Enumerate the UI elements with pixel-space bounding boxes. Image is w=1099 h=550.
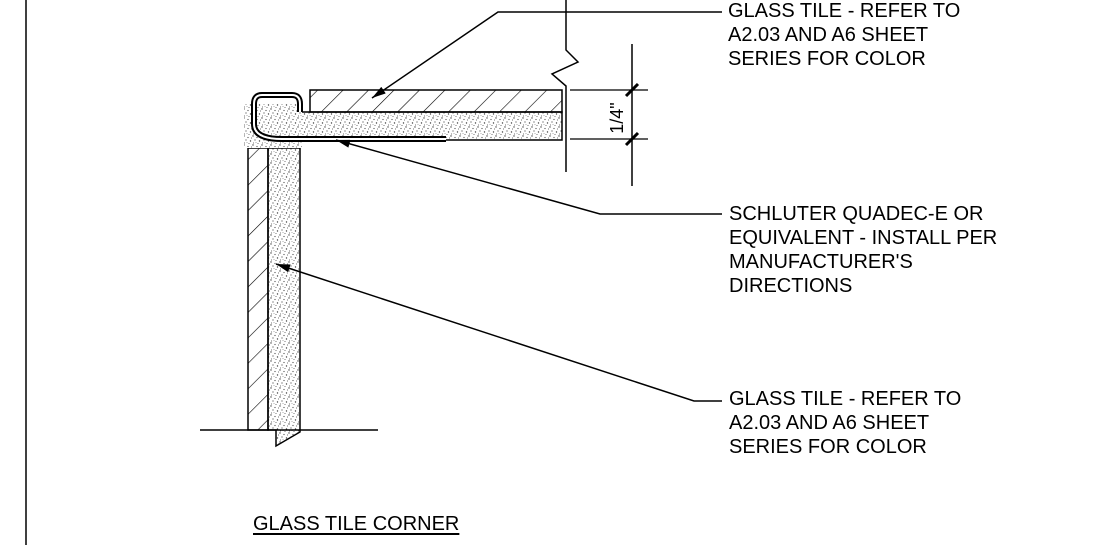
note-glass-tile-top: GLASS TILE - REFER TO A2.03 AND A6 SHEET… bbox=[728, 0, 960, 71]
note-line: DIRECTIONS bbox=[729, 275, 853, 297]
note-line: GLASS TILE - REFER TO bbox=[728, 0, 961, 22]
schluter-profile-inner bbox=[253, 94, 446, 140]
note-line: MANUFACTURER'S bbox=[729, 251, 913, 273]
note-line: EQUIVALENT - INSTALL PER bbox=[729, 227, 998, 249]
note-line: SCHLUTER QUADEC-E OR bbox=[729, 203, 984, 225]
leader-schluter bbox=[335, 139, 722, 215]
note-line: GLASS TILE - REFER TO bbox=[729, 388, 962, 410]
leader-glass-tile-top bbox=[371, 11, 722, 99]
note-schluter: SCHLUTER QUADEC-E OR EQUIVALENT - INSTAL… bbox=[729, 202, 997, 298]
horizontal-glass-tile bbox=[309, 89, 563, 113]
vertical-glass-tile bbox=[247, 147, 269, 431]
break-line bbox=[550, 0, 580, 172]
dimension-tick-top bbox=[624, 82, 640, 98]
note-line: A2.03 AND A6 SHEET bbox=[729, 412, 930, 434]
note-glass-tile-bottom: GLASS TILE - REFER TO A2.03 AND A6 SHEET… bbox=[729, 387, 961, 459]
dimension-tick-bottom bbox=[624, 131, 640, 147]
note-line: SERIES FOR COLOR bbox=[729, 436, 927, 458]
vertical-mortar-bed bbox=[267, 147, 301, 448]
note-line: A2.03 AND A6 SHEET bbox=[728, 24, 929, 46]
leader-glass-tile-bottom bbox=[275, 263, 722, 402]
detail-title: GLASS TILE CORNER bbox=[253, 513, 460, 535]
dimension-label: 1/4" bbox=[607, 102, 627, 133]
note-line: SERIES FOR COLOR bbox=[728, 48, 926, 70]
